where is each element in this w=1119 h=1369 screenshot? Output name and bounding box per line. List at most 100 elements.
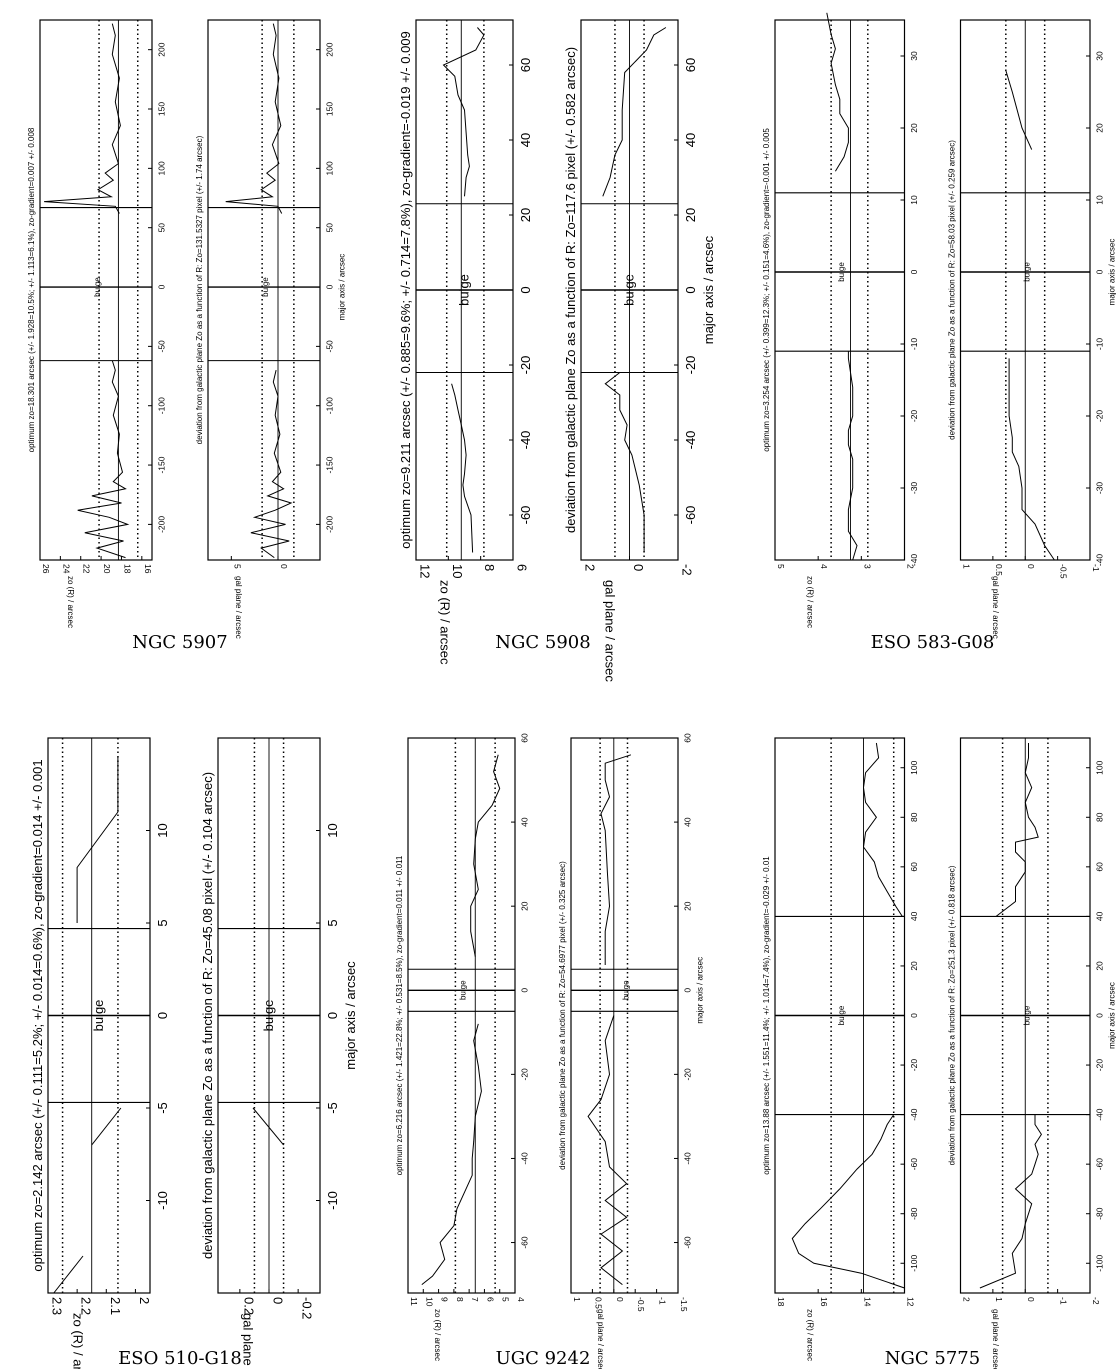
y-tick-label: 26 bbox=[41, 564, 51, 574]
x-tick-label: -10 bbox=[1095, 338, 1105, 351]
x-tick-label: -20 bbox=[520, 1068, 530, 1081]
y-axis-label: gal plane / arcsec bbox=[602, 580, 617, 682]
x-tick-label: 5 bbox=[155, 919, 170, 926]
y-tick-label: -0.5 bbox=[636, 1297, 646, 1312]
y-tick-label: 20 bbox=[102, 564, 112, 574]
y-tick-label: 3 bbox=[862, 564, 872, 569]
subplot-title: optimum zo=9.211 arcsec (+/- 0.885=9.6%;… bbox=[398, 31, 413, 549]
data-curve bbox=[44, 23, 121, 214]
data-curve bbox=[600, 754, 632, 965]
y-tick-label: -2 bbox=[680, 564, 695, 576]
y-axis-label: gal plane / arcsec bbox=[234, 576, 243, 639]
data-curve bbox=[250, 369, 293, 559]
y-tick-label: -0.5 bbox=[1059, 564, 1069, 579]
x-tick-label: -20 bbox=[1095, 410, 1105, 423]
x-tick-label: -100 bbox=[157, 397, 167, 414]
y-tick-label: 4 bbox=[516, 1297, 526, 1302]
y-tick-label: -1 bbox=[1091, 564, 1101, 572]
y-tick-label: 6 bbox=[515, 564, 530, 571]
x-tick-label: 150 bbox=[325, 102, 335, 116]
x-tick-label: -200 bbox=[157, 516, 167, 533]
x-axis-label: major axis / arcsec bbox=[343, 961, 358, 1070]
subplot-title: deviation from galactic plane Zo as a fu… bbox=[200, 772, 215, 1259]
x-tick-label: 60 bbox=[520, 733, 530, 743]
y-tick-label: 2 bbox=[583, 564, 598, 571]
x-tick-label: -100 bbox=[325, 397, 335, 414]
data-curve bbox=[225, 23, 283, 214]
subplot-title: optimum zo=3.254 arcsec (+/- 0.399=12.3%… bbox=[762, 128, 771, 452]
data-curve bbox=[847, 351, 858, 561]
subplot-title: optimum zo=18.301 arcsec (+/- 1.928=10.5… bbox=[27, 127, 36, 452]
x-tick-label: 20 bbox=[518, 208, 533, 222]
data-curve bbox=[604, 372, 645, 553]
y-tick-label: -0.2 bbox=[300, 1297, 315, 1319]
galaxy-name: UGC 9242 bbox=[495, 1348, 591, 1369]
x-tick-label: -40 bbox=[909, 554, 919, 567]
x-tick-label: -20 bbox=[683, 356, 698, 375]
x-axis-label: major axis / arcsec bbox=[701, 235, 716, 344]
data-curve bbox=[451, 383, 474, 553]
y-tick-label: 1 bbox=[961, 564, 971, 569]
x-tick-label: -30 bbox=[1095, 482, 1105, 495]
galaxy-name: ESO 510-G18 bbox=[118, 1348, 242, 1369]
x-tick-label: -40 bbox=[683, 1152, 693, 1165]
x-tick-label: 80 bbox=[909, 812, 919, 822]
plot-frame bbox=[570, 737, 679, 1294]
data-curve bbox=[53, 1255, 84, 1294]
plot-frame bbox=[39, 19, 153, 561]
x-tick-label: 0 bbox=[155, 1012, 170, 1019]
bulge-label: bulge bbox=[837, 262, 846, 282]
y-tick-label: 2.1 bbox=[108, 1297, 123, 1315]
x-tick-label: 40 bbox=[683, 817, 693, 827]
y-tick-label: 0 bbox=[279, 564, 289, 569]
y-tick-label: 2 bbox=[137, 1297, 152, 1304]
data-curve bbox=[470, 754, 501, 957]
y-tick-label: 5 bbox=[501, 1297, 511, 1302]
x-tick-label: 30 bbox=[909, 51, 919, 61]
y-axis-label: zo (R) / arcsec bbox=[805, 576, 814, 628]
subplot-title: deviation from galactic plane Zo as a fu… bbox=[563, 47, 578, 533]
y-tick-label: 2 bbox=[961, 1297, 971, 1302]
x-tick-label: -150 bbox=[157, 456, 167, 473]
y-tick-label: -1 bbox=[1059, 1297, 1069, 1305]
y-axis-label: zo (R) / arcsec bbox=[805, 1309, 814, 1361]
y-tick-label: 1 bbox=[572, 1297, 582, 1302]
x-tick-label: 0 bbox=[909, 269, 919, 274]
y-tick-label: 2.2 bbox=[79, 1297, 94, 1315]
y-axis-label: zo (R) / arcsec bbox=[71, 1313, 86, 1369]
x-tick-label: 40 bbox=[683, 133, 698, 147]
x-tick-label: 0 bbox=[1095, 269, 1105, 274]
x-tick-label: 10 bbox=[1095, 195, 1105, 205]
x-tick-label: 40 bbox=[520, 817, 530, 827]
y-axis-label: gal plane / arcsec bbox=[991, 576, 1000, 639]
y-tick-label: 22 bbox=[82, 564, 92, 574]
y-axis-label: gal plane / arcsec bbox=[991, 1309, 1000, 1369]
data-curve bbox=[1008, 358, 1055, 561]
data-curve bbox=[995, 743, 1039, 917]
x-axis-label: major axis / arcsec bbox=[338, 254, 347, 321]
data-curve bbox=[862, 742, 903, 917]
x-tick-label: 10 bbox=[325, 823, 340, 837]
y-tick-label: 11 bbox=[409, 1297, 419, 1306]
y-axis-label: zo (R) / arcsec bbox=[433, 1309, 442, 1361]
x-axis-label: major axis / arcsec bbox=[1108, 982, 1117, 1049]
y-tick-label: -2 bbox=[1091, 1297, 1101, 1305]
x-tick-label: 0 bbox=[325, 284, 335, 289]
y-tick-label: 16 bbox=[819, 1297, 829, 1307]
x-tick-label: 30 bbox=[1095, 51, 1105, 61]
x-tick-label: -20 bbox=[909, 1059, 919, 1072]
x-tick-label: 0 bbox=[683, 286, 698, 293]
x-tick-label: -60 bbox=[520, 1236, 530, 1249]
y-tick-label: 12 bbox=[905, 1297, 915, 1307]
